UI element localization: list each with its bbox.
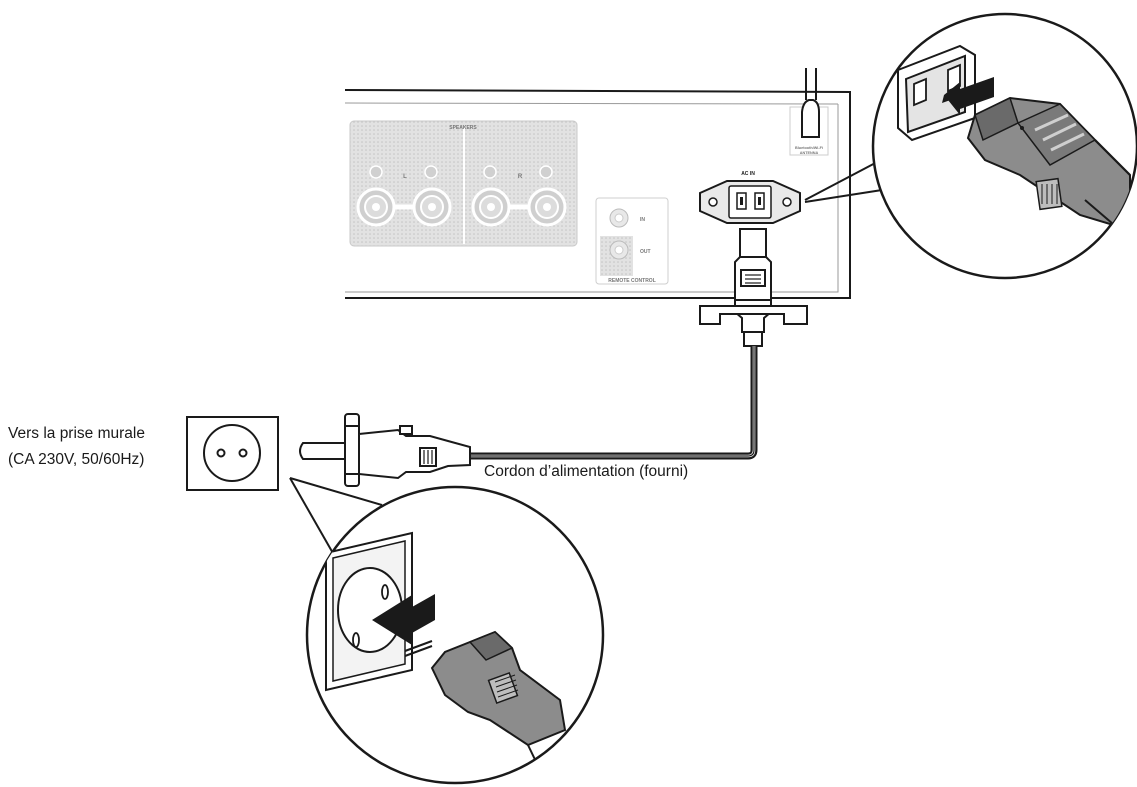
binding-post-l-minus (412, 187, 452, 227)
iec-connector-icon (734, 228, 772, 347)
ac-in-label: AC IN (741, 171, 755, 177)
remote-out-label: OUT (640, 249, 651, 255)
channel-r-label: R (518, 174, 523, 180)
binding-post-r-plus (527, 187, 567, 227)
power-plug-icon (299, 413, 471, 487)
remote-control-jacks: IN OUT REMOTE CONTROL (595, 197, 669, 285)
power-cord-label: Cordon d’alimentation (fourni) (484, 463, 689, 480)
power-cord (470, 346, 758, 460)
wall-socket-icon (186, 416, 279, 491)
ac-in-socket: AC IN (699, 171, 801, 224)
insert-arrow-icon (372, 594, 435, 645)
insert-arrow-icon (942, 77, 994, 115)
wall-outlet-label-line1: Vers la prise murale (8, 425, 145, 442)
cable-clamp (699, 305, 808, 325)
binding-post-r-minus (471, 187, 511, 227)
antenna: Bluetooth/Wi-Fi ANTENNA (789, 68, 829, 156)
remote-in-label: IN (640, 217, 645, 223)
zoom-callout-ac-in (804, 12, 1137, 280)
antenna-label-1: Bluetooth/Wi-Fi (795, 146, 823, 150)
antenna-label-2: ANTENNA (800, 151, 819, 155)
wall-outlet-label: Vers la prise murale (CA 230V, 50/60Hz) (8, 421, 145, 473)
remote-control-label: REMOTE CONTROL (608, 278, 656, 284)
wall-outlet-label-line2: (CA 230V, 50/60Hz) (8, 451, 145, 468)
channel-l-label: L (403, 174, 407, 180)
speaker-terminals: SPEAKERS L R (349, 120, 578, 247)
zoom-callout-wall-outlet (289, 477, 605, 785)
binding-post-l-plus (356, 187, 396, 227)
speakers-label: SPEAKERS (449, 125, 477, 131)
